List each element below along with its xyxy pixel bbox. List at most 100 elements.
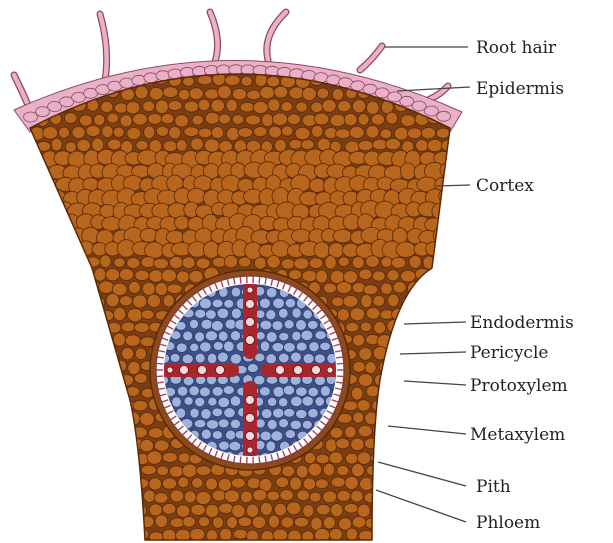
cortex-cell xyxy=(177,505,190,517)
cortex-cell xyxy=(72,127,85,139)
cortex-cell xyxy=(106,269,120,281)
cortex-cell xyxy=(360,322,371,332)
cortex-cell xyxy=(79,37,93,47)
cortex-cell xyxy=(42,387,56,397)
cortex-cell xyxy=(358,140,373,150)
cortex-cell xyxy=(133,35,148,46)
cortex-cell xyxy=(50,36,64,48)
pith-cell xyxy=(201,409,211,420)
cortex-cell xyxy=(119,505,134,516)
cortex-cell xyxy=(432,203,450,219)
cortex-cell xyxy=(16,360,28,371)
cortex-cell xyxy=(346,528,357,540)
pith-cell xyxy=(211,321,223,332)
cortex-cell xyxy=(120,296,133,306)
cortex-cell xyxy=(163,295,174,307)
pith-cell xyxy=(224,408,236,418)
cortex-cell xyxy=(43,413,56,425)
cortex-cell xyxy=(63,399,77,411)
cortex-cell xyxy=(16,440,29,452)
pericycle-cell xyxy=(259,457,260,464)
cortex-cell xyxy=(101,491,114,501)
cortex-cell xyxy=(312,125,323,137)
cortex-cell xyxy=(23,270,34,281)
cortex-cell xyxy=(351,490,364,502)
pericycle-cell xyxy=(336,382,343,383)
pith-cell xyxy=(285,298,295,307)
cortex-cell xyxy=(423,336,434,347)
pith-cell xyxy=(172,397,182,407)
protoxylem-vessel xyxy=(167,367,173,373)
cortex-cell xyxy=(448,439,463,452)
cortex-cell xyxy=(44,308,57,319)
cortex-cell xyxy=(385,139,400,150)
cortex-cell xyxy=(127,309,142,322)
cortex-cell xyxy=(136,140,148,150)
cortex-cell xyxy=(204,139,219,152)
cortex-cell xyxy=(241,491,253,503)
cortex-cell xyxy=(44,467,59,478)
cortex-cell xyxy=(126,467,140,477)
cortex-cell xyxy=(246,504,258,517)
cortex-cell xyxy=(132,427,147,438)
cortex-cell xyxy=(357,504,370,517)
cortex-cell xyxy=(43,491,55,504)
cortex-cell xyxy=(365,438,379,449)
cortex-cell xyxy=(133,295,147,308)
cortex-cell xyxy=(43,361,57,374)
cortex-cell xyxy=(66,424,78,437)
pith-cell xyxy=(213,342,223,351)
cortex-cell xyxy=(401,424,414,436)
cortex-cell xyxy=(184,101,199,112)
cortex-cell xyxy=(175,115,189,127)
cortex-cell xyxy=(316,454,329,464)
cortex-cell xyxy=(70,309,85,319)
cortex-cell xyxy=(57,440,71,451)
cortex-cell xyxy=(448,361,462,373)
cortex-cell xyxy=(326,439,337,452)
cortex-cell xyxy=(127,128,141,140)
pith-cell xyxy=(218,331,228,341)
cortex-cell xyxy=(122,347,134,360)
pith-cell xyxy=(266,376,278,384)
cortex-cell xyxy=(282,126,294,136)
cortex-cell xyxy=(314,242,330,258)
cortex-cell xyxy=(49,239,67,257)
cortex-cell xyxy=(387,529,398,542)
cortex-cell xyxy=(396,242,416,258)
cortex-cell xyxy=(267,491,280,501)
root-hair-fill xyxy=(360,46,382,70)
cortex-cell xyxy=(72,334,86,346)
cortex-cell xyxy=(365,518,376,528)
pith-cell xyxy=(308,408,318,418)
pith-cell xyxy=(230,354,241,364)
cortex-cell xyxy=(114,518,126,528)
pith-cell xyxy=(206,310,217,320)
cortex-cell xyxy=(268,99,280,111)
cortex-cell xyxy=(73,360,85,373)
cortex-cell xyxy=(291,229,311,242)
cortex-cell xyxy=(184,127,199,137)
pith-cell xyxy=(279,419,289,428)
cortex-cell xyxy=(364,285,378,295)
cortex-cell xyxy=(58,74,70,85)
pith-cell xyxy=(271,431,283,441)
cortex-cell xyxy=(437,47,450,59)
cortex-cell xyxy=(58,127,69,138)
pith-cell xyxy=(266,354,277,364)
cortex-cell xyxy=(115,386,127,397)
cortex-cell xyxy=(59,465,73,475)
cortex-cell xyxy=(142,49,156,60)
cortex-cell xyxy=(65,531,79,542)
cortex-cell xyxy=(23,322,38,332)
pith-cell xyxy=(224,341,235,352)
cortex-cell xyxy=(64,451,75,463)
cortex-cell xyxy=(226,48,239,60)
epidermis-cell xyxy=(375,88,389,98)
cortex-cell xyxy=(422,50,434,60)
cortex-cell xyxy=(100,361,113,371)
cortex-cell xyxy=(65,62,78,73)
cortex-cell xyxy=(247,90,261,100)
cortex-cell xyxy=(92,373,106,384)
